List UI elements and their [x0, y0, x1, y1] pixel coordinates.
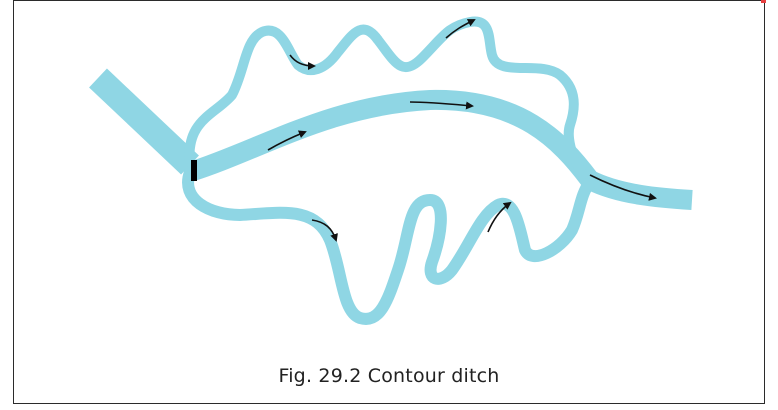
main-channel — [98, 78, 190, 165]
figure-caption: Fig. 29.2 Contour ditch — [0, 365, 778, 387]
main-channel — [190, 100, 692, 200]
gate-structure — [191, 160, 197, 181]
lower-contour-ditch — [188, 172, 590, 319]
